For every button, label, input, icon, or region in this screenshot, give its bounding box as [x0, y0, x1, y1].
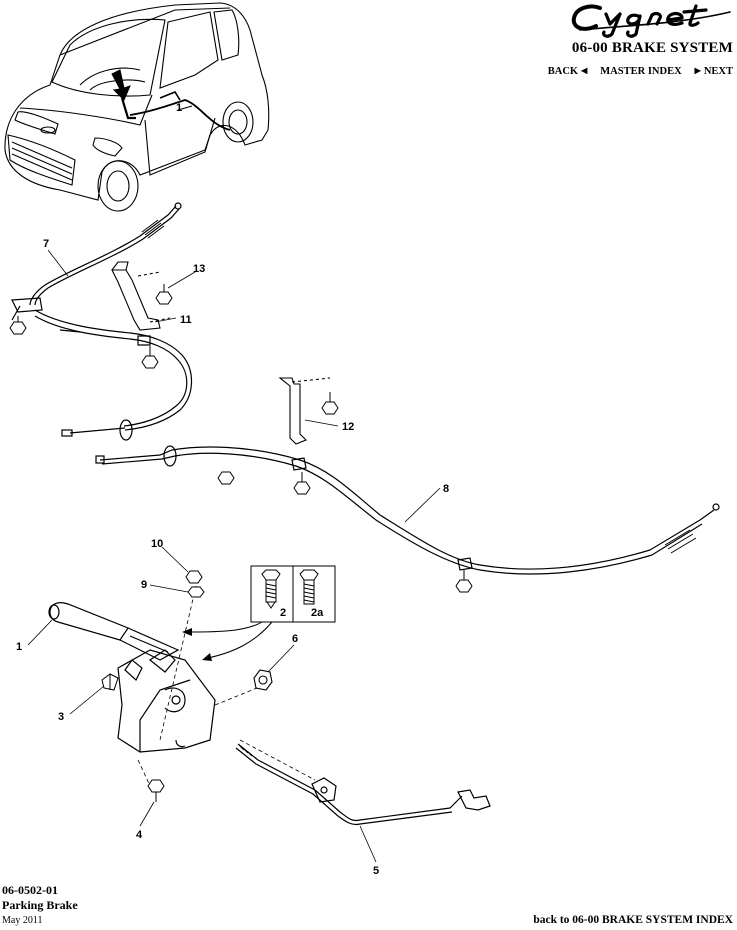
bolt-12 — [321, 392, 339, 415]
car-location-arrow — [111, 69, 131, 101]
navigation-bar: BACK◀ MASTER INDEX ▶NEXT — [548, 66, 733, 77]
back-arrow-icon[interactable]: ◀ — [581, 66, 588, 75]
bolt-variant-inset — [250, 565, 336, 623]
bolt-4 — [147, 779, 165, 802]
callout-2a: 2a — [311, 607, 324, 619]
back-to-index-link[interactable]: back to 06-00 BRAKE SYSTEM INDEX — [533, 914, 733, 926]
callout-9: 9 — [141, 579, 147, 591]
nut-6 — [253, 669, 273, 691]
callout-10: 10 — [151, 538, 163, 550]
clip-3 — [101, 673, 119, 691]
callout-5: 5 — [373, 865, 379, 877]
callout-13: 13 — [193, 263, 205, 275]
callout-7: 7 — [43, 238, 49, 250]
arrowhead-1 — [182, 628, 192, 636]
car-callout-1: 1 — [176, 102, 182, 114]
callout-11: 11 — [180, 314, 192, 326]
callout-4: 4 — [136, 829, 143, 841]
callout-1: 1 — [16, 641, 22, 653]
master-index-link[interactable]: MASTER INDEX — [600, 66, 682, 77]
callout-12: 12 — [342, 421, 354, 433]
handbrake-lever-assembly — [48, 602, 216, 753]
figure-name: Parking Brake — [2, 898, 78, 912]
rear-cable-bolt-1 — [217, 471, 235, 485]
next-arrow-icon[interactable]: ▶ — [694, 66, 701, 75]
callout-6: 6 — [292, 633, 298, 645]
leader-lines — [27, 249, 441, 863]
inset-arrows — [189, 621, 273, 659]
car-illustration — [4, 2, 270, 212]
publication-date: May 2011 — [2, 915, 43, 926]
washer-9 — [187, 586, 205, 598]
bracket-12 — [278, 377, 331, 445]
bracket-11 — [111, 261, 171, 331]
bolt-13 — [155, 284, 173, 305]
next-link[interactable]: NEXT — [703, 66, 733, 77]
figure-code: 06-0502-01 — [2, 883, 58, 897]
cable-5 — [235, 743, 491, 826]
assembly-centerlines — [137, 585, 316, 791]
callout-8: 8 — [443, 483, 449, 495]
callout-3: 3 — [58, 711, 64, 723]
section-title: 06-00 BRAKE SYSTEM — [571, 40, 733, 56]
front-cable-bolt — [9, 316, 27, 335]
callout-2: 2 — [280, 607, 286, 619]
back-link[interactable]: BACK — [547, 66, 579, 77]
cygnet-logo — [571, 4, 731, 38]
nut-10 — [185, 570, 203, 584]
rear-cable-bolt-2 — [293, 472, 311, 495]
rear-cable-bolt-3 — [455, 570, 473, 593]
front-cable-bolt-2 — [141, 346, 159, 369]
rear-cable-8 — [95, 445, 720, 575]
front-cable-assembly — [11, 202, 193, 441]
arrowhead-2 — [202, 653, 212, 661]
